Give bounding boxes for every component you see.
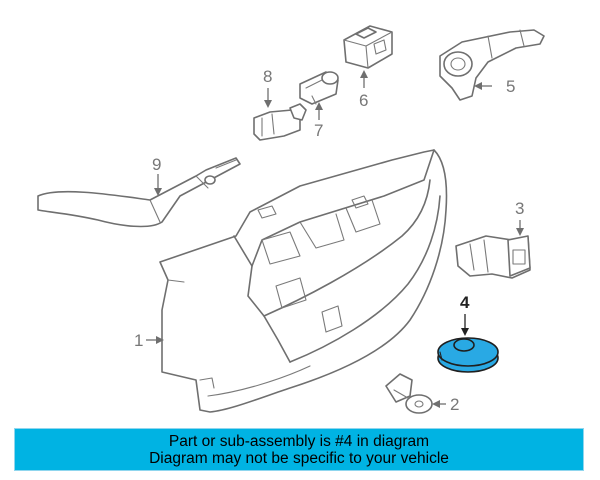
banner-line-1: Part or sub-assembly is #4 in diagram <box>168 432 430 450</box>
part-2-bumper-stop[interactable] <box>385 373 433 414</box>
info-banner: Part or sub-assembly is #4 in diagram Di… <box>14 428 584 471</box>
parts-diagram: 9 8 7 6 5 3 4 1 2 <box>37 25 545 414</box>
part-8-lamp-socket[interactable] <box>253 103 307 141</box>
svg-text:8: 8 <box>263 67 272 86</box>
part-4-damper-pad[interactable] <box>437 337 499 373</box>
part-5-latch-handle[interactable] <box>439 29 545 101</box>
svg-text:1: 1 <box>134 331 143 350</box>
svg-text:9: 9 <box>152 155 161 174</box>
callout-9: 9 <box>152 155 162 196</box>
svg-text:4: 4 <box>460 293 470 312</box>
part-1-glove-box[interactable] <box>159 149 448 413</box>
callout-6: 6 <box>359 70 368 110</box>
part-7-switch[interactable] <box>299 71 339 105</box>
part-3-lock-housing[interactable] <box>455 235 531 279</box>
callout-1: 1 <box>134 331 164 350</box>
callout-7: 7 <box>314 102 323 140</box>
svg-text:7: 7 <box>314 121 323 140</box>
callout-2: 2 <box>432 395 459 414</box>
svg-text:3: 3 <box>515 199 524 218</box>
callout-8: 8 <box>263 67 272 108</box>
callout-5: 5 <box>474 77 515 96</box>
part-9-damper-strut[interactable] <box>37 157 241 228</box>
callout-4: 4 <box>460 293 470 336</box>
callout-3: 3 <box>515 199 524 236</box>
svg-text:2: 2 <box>450 395 459 414</box>
svg-text:6: 6 <box>359 91 368 110</box>
part-6-latch[interactable] <box>343 25 393 69</box>
svg-text:5: 5 <box>506 77 515 96</box>
banner-line-2: Diagram may not be specific to your vehi… <box>149 449 449 467</box>
